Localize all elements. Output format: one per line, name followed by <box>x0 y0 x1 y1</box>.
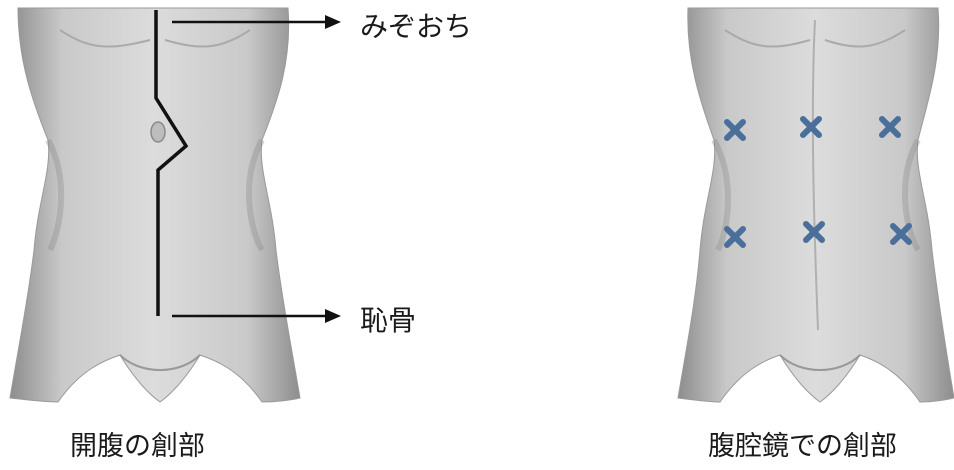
callout-label-bottom: 恥骨 <box>360 299 416 339</box>
caption-open-surgery: 開腹の創部 <box>70 424 205 463</box>
torso-illustration-right <box>678 8 954 402</box>
callout-label-top: みぞおち <box>360 5 472 45</box>
caption-laparoscopic: 腹腔鏡での創部 <box>708 424 897 463</box>
navel <box>151 122 165 142</box>
